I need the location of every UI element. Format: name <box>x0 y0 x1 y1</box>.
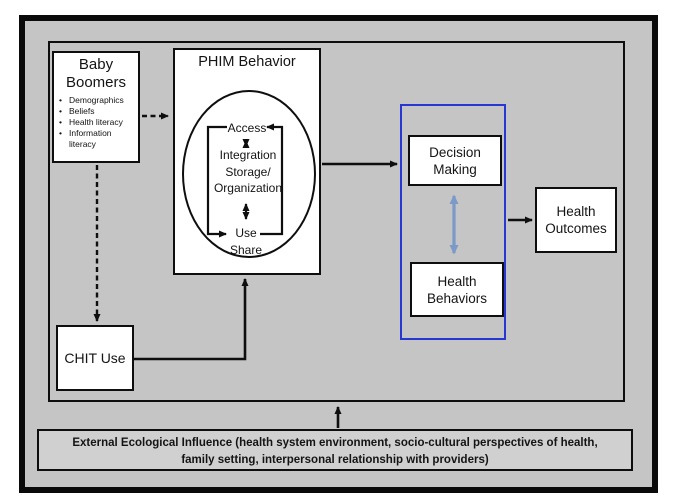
decision-behavior-group-box <box>400 104 506 340</box>
share-label: Share <box>229 243 263 257</box>
bullet-item: Information literacy <box>54 128 138 150</box>
phim-behavior-title: PHIM Behavior <box>198 54 296 70</box>
inner-frame <box>48 41 625 402</box>
chit-use-box: CHIT Use <box>56 325 134 391</box>
health-behaviors-box: Health Behaviors <box>410 262 504 317</box>
external-influence-line1: External Ecological Influence (health sy… <box>72 437 598 449</box>
bullet-item: Demographics <box>54 95 138 106</box>
baby-boomers-box: Baby Boomers Demographics Beliefs Health… <box>52 51 140 163</box>
decision-making-box: Decision Making <box>408 135 502 186</box>
bullet-item: Beliefs <box>54 106 138 117</box>
baby-boomers-bullet-list: Demographics Beliefs Health literacy Inf… <box>54 95 138 150</box>
bullet-item: Health literacy <box>54 117 138 128</box>
external-ecological-influence-box: External Ecological Influence (health sy… <box>37 429 633 471</box>
health-outcomes-box: Health Outcomes <box>535 187 617 253</box>
baby-boomers-title: Baby Boomers <box>65 56 127 91</box>
external-influence-line2: family setting, interpersonal relationsh… <box>181 453 489 466</box>
use-label: Use <box>235 226 257 240</box>
integration-storage-organization-label: Integration Storage/ Organization <box>213 148 283 195</box>
phim-cycle-ellipse <box>182 90 316 258</box>
access-label: Access <box>227 121 267 135</box>
